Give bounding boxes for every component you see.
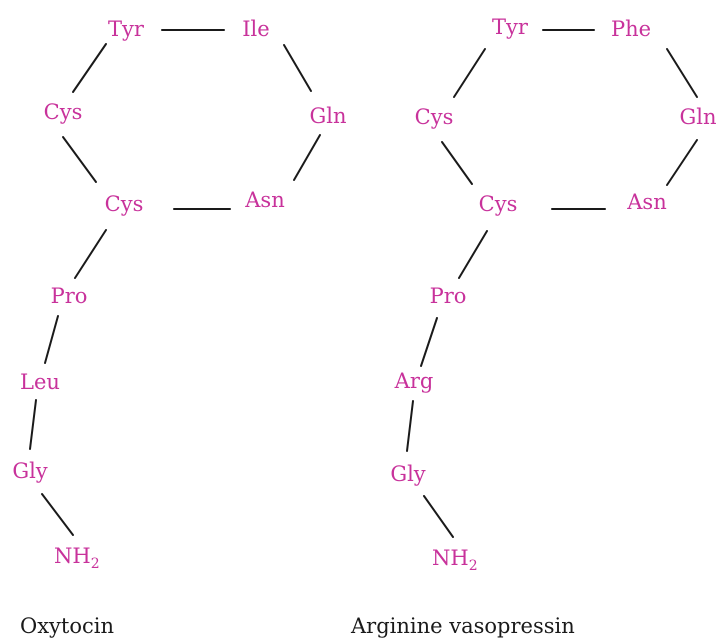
bond-leu-gly <box>29 399 37 450</box>
residue-asn: Asn <box>626 190 666 214</box>
bond-arg-gly <box>406 400 414 452</box>
bond-cys-pro <box>458 230 488 279</box>
residue-pro: Pro <box>430 284 467 308</box>
residue-phe: Phe <box>611 17 651 41</box>
caption-oxytocin: Oxytocin <box>20 614 114 638</box>
residue-ile: Ile <box>242 17 269 41</box>
residue-tyr: Tyr <box>108 17 145 41</box>
bond-cys-pro <box>74 229 107 279</box>
residue-gln: Gln <box>679 105 716 129</box>
bond-cys-cys-disulfide <box>441 141 473 185</box>
residue-gly: Gly <box>12 459 47 483</box>
residue-nh2: NH2 <box>432 546 478 574</box>
residue-gln: Gln <box>309 104 346 128</box>
residue-cys-bottom: Cys <box>105 192 144 216</box>
oxytocin-structure: Tyr Ile Cys Gln Cys Asn Pro Leu Gly NH2 <box>12 17 346 572</box>
residue-cys-top: Cys <box>415 105 454 129</box>
residue-tyr: Tyr <box>492 15 529 39</box>
bond-phe-gln <box>666 48 698 98</box>
residue-cys-top: Cys <box>44 100 83 124</box>
residue-asn: Asn <box>244 188 284 212</box>
bond-pro-arg <box>420 317 438 367</box>
residue-nh2: NH2 <box>54 544 100 572</box>
bond-gly-nh2 <box>41 493 74 536</box>
residue-pro: Pro <box>51 284 88 308</box>
bond-gln-asn <box>666 139 698 186</box>
bond-cys-cys-disulfide <box>62 136 97 183</box>
residue-gly: Gly <box>390 462 425 486</box>
residue-leu: Leu <box>20 370 60 394</box>
bond-gly-nh2 <box>423 495 454 538</box>
caption-arginine-vasopressin: Arginine vasopressin <box>350 614 575 638</box>
bond-ile-gln <box>283 44 312 92</box>
bond-gln-asn <box>293 134 321 181</box>
bond-cys-tyr <box>72 43 107 93</box>
bond-cys-tyr <box>453 48 486 98</box>
bond-pro-leu <box>44 315 59 364</box>
residue-arg: Arg <box>394 369 434 393</box>
vasopressin-structure: Tyr Phe Cys Gln Cys Asn Pro Arg Gly NH2 <box>390 15 716 574</box>
residue-cys-bottom: Cys <box>479 192 518 216</box>
